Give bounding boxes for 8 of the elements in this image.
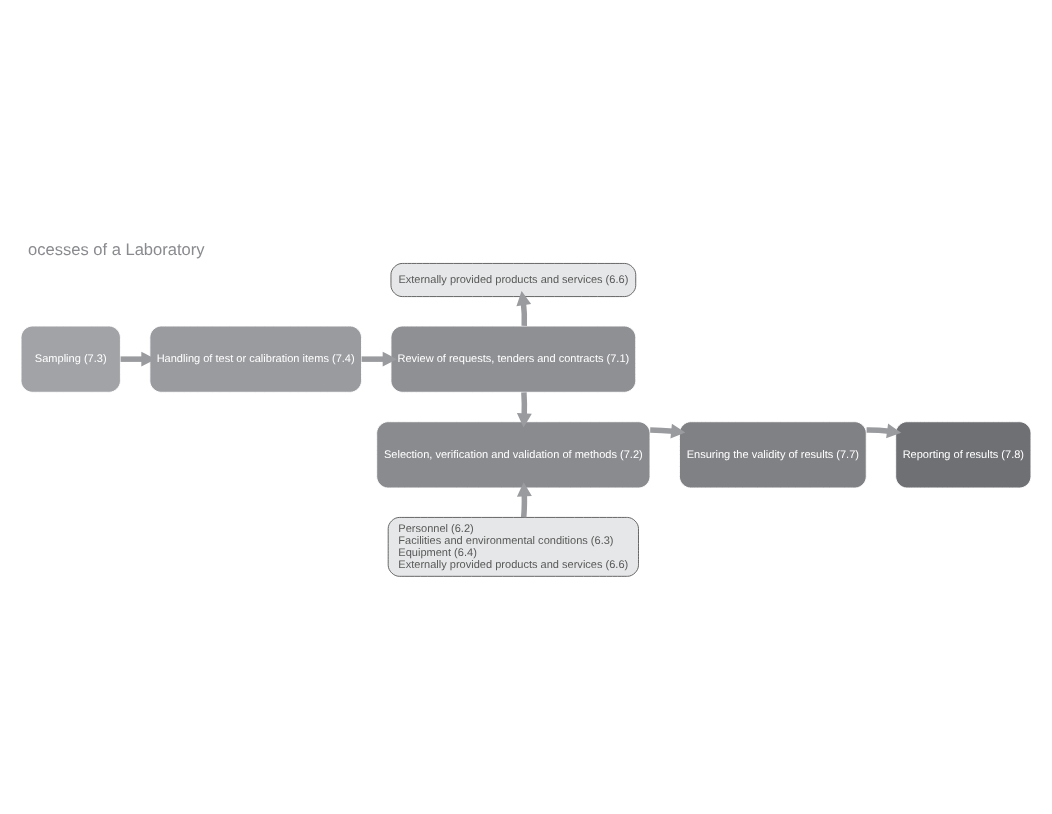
arrow bbox=[516, 482, 532, 518]
arrow bbox=[866, 423, 902, 439]
arrow bbox=[516, 291, 532, 327]
arrow bbox=[120, 351, 156, 367]
arrow bbox=[516, 392, 532, 428]
arrow bbox=[361, 351, 397, 367]
diagram-title: ocesses of a Laboratory bbox=[28, 240, 205, 259]
arrow bbox=[650, 423, 686, 439]
